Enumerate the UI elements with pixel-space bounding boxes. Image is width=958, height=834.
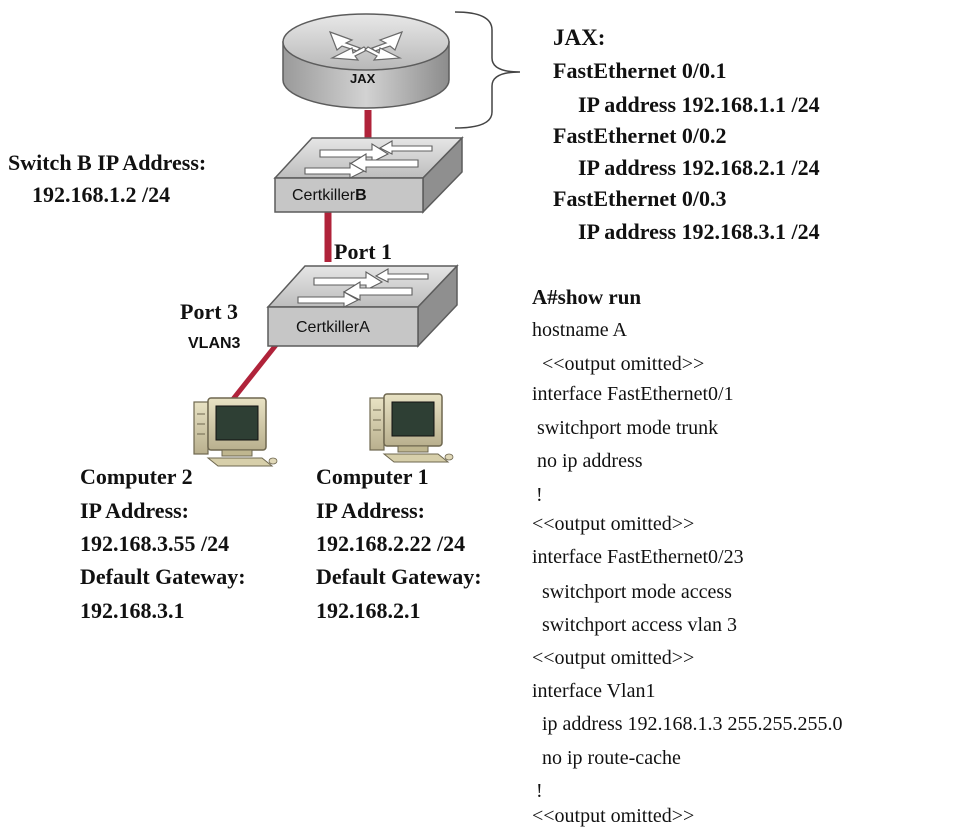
computer-icon <box>369 393 454 463</box>
computer1-ip-label: IP Address: <box>316 498 426 523</box>
show-run-line: interface FastEthernet0/23 <box>532 546 744 568</box>
computer1-name: Computer 1 <box>316 464 429 489</box>
show-run-line: switchport mode trunk <box>532 417 719 439</box>
computer2-ip-label: IP Address: <box>80 498 190 523</box>
computer2-ip: 192.168.3.55 /24 <box>80 531 230 556</box>
switch-b-ip-title: Switch B IP Address: <box>8 150 207 175</box>
show-run-line: hostname A <box>532 319 627 341</box>
computer2-gw-label: Default Gateway: <box>80 564 246 589</box>
computer-icon <box>193 397 278 467</box>
computer2-name: Computer 2 <box>80 464 193 489</box>
show-run-line: <<output omitted>> <box>532 805 695 827</box>
show-run-line: no ip route-cache <box>532 747 681 769</box>
switch-b-ip-value: 192.168.1.2 /24 <box>32 182 171 207</box>
computer1-gw: 192.168.2.1 <box>316 598 421 623</box>
jax-ip-line: IP address 192.168.3.1 /24 <box>578 219 820 244</box>
switch-icon <box>273 136 464 214</box>
switch-b-label-prefix: Certkiller <box>292 187 356 204</box>
show-run-line: switchport mode access <box>532 581 732 603</box>
computer1-gw-label: Default Gateway: <box>316 564 482 589</box>
switch-b-label: CertkillerB <box>292 188 367 204</box>
router-icon <box>282 13 450 109</box>
vlan3-label: VLAN3 <box>188 335 241 352</box>
show-run-line: <<output omitted>> <box>532 647 695 669</box>
jax-interface-line: FastEthernet 0/0.2 <box>553 123 727 148</box>
port3-label: Port 3 <box>180 299 239 324</box>
jax-interface-line: FastEthernet 0/0.3 <box>553 186 727 211</box>
show-run-command: A#show run <box>532 285 642 309</box>
jax-bracket <box>454 11 521 129</box>
port1-label: Port 1 <box>334 239 393 264</box>
jax-ip-line: IP address 192.168.2.1 /24 <box>578 155 820 180</box>
show-run-line: ! <box>536 484 543 506</box>
show-run-line: <<output omitted>> <box>532 353 705 375</box>
switch-a-label: CertkillerA <box>296 319 370 336</box>
jax-interface-line: FastEthernet 0/0.1 <box>553 58 727 83</box>
show-run-line: ip address 192.168.1.3 255.255.255.0 <box>532 713 843 735</box>
show-run-line: no ip address <box>532 450 643 472</box>
computer1-ip: 192.168.2.22 /24 <box>316 531 466 556</box>
router-label: JAX <box>350 71 376 86</box>
switch-b-label-suffix: B <box>355 187 367 204</box>
switch-icon <box>266 264 459 348</box>
show-run-line: switchport access vlan 3 <box>532 614 737 636</box>
show-run-line: <<output omitted>> <box>532 513 695 535</box>
show-run-line: ! <box>536 780 543 802</box>
show-run-line: interface FastEthernet0/1 <box>532 383 734 405</box>
show-run-line: interface Vlan1 <box>532 680 656 702</box>
computer2-gw: 192.168.3.1 <box>80 598 185 623</box>
jax-ip-line: IP address 192.168.1.1 /24 <box>578 92 820 117</box>
jax-config-title: JAX: <box>553 25 606 50</box>
